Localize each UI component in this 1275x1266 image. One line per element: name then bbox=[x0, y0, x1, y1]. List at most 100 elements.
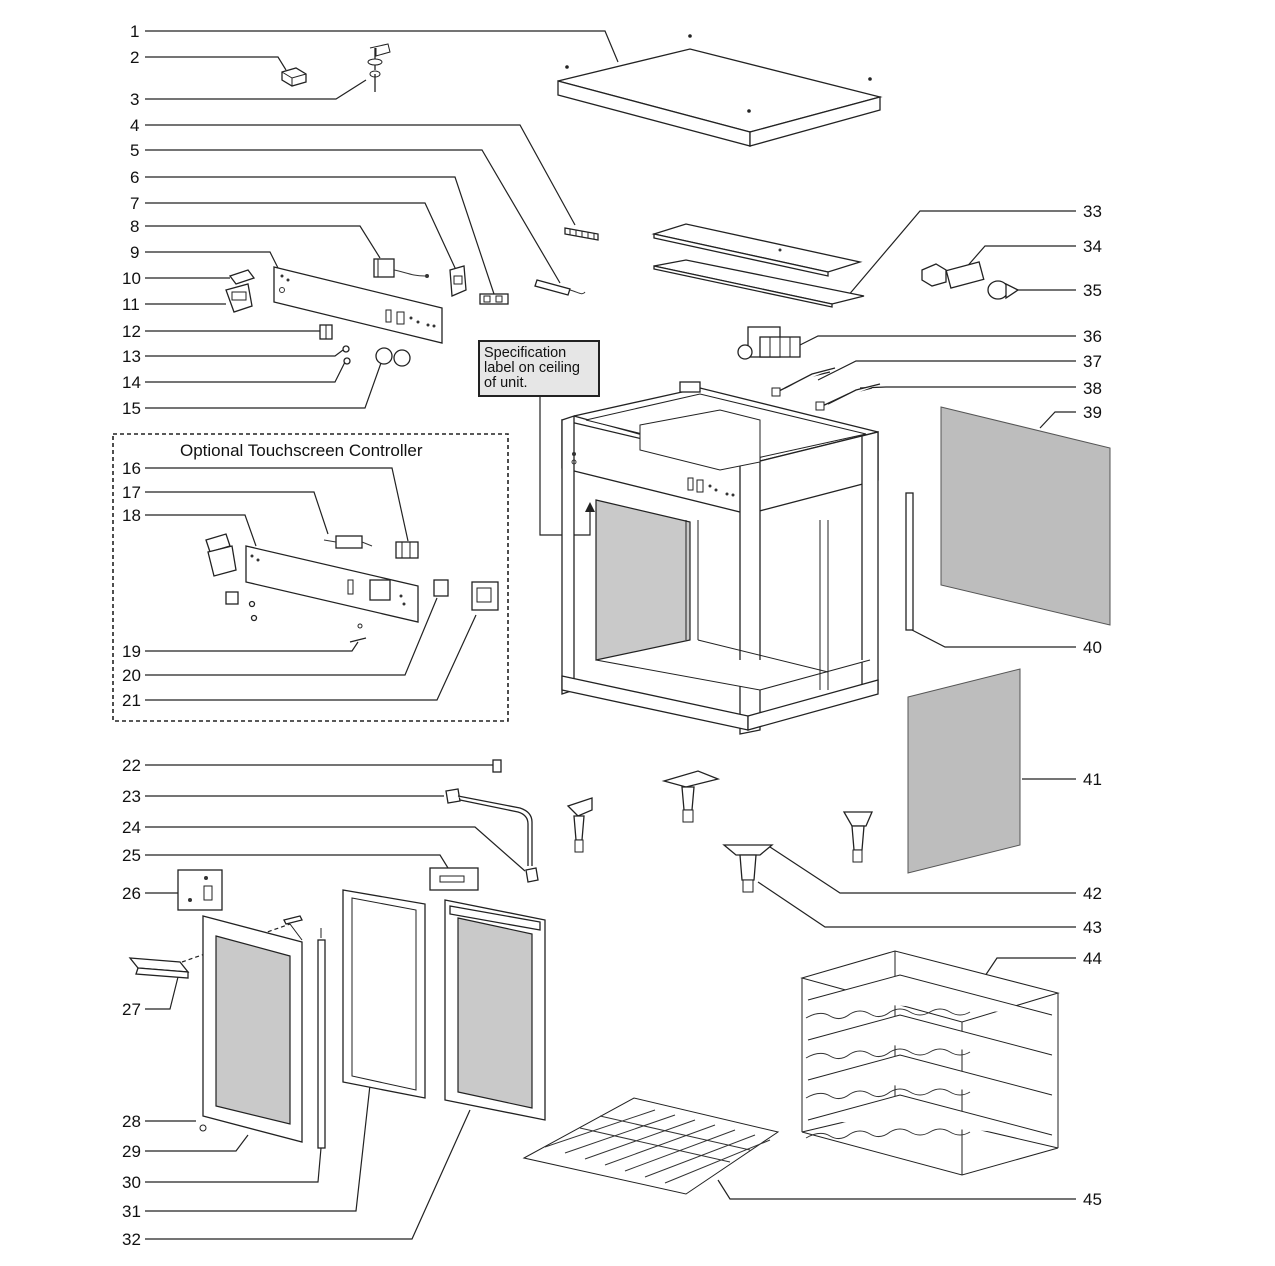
part-32-door bbox=[444, 899, 546, 1121]
callout-34: 34 bbox=[1083, 237, 1102, 256]
callout-40: 40 bbox=[1083, 638, 1102, 657]
leader-44 bbox=[984, 957, 1076, 977]
leader-34 bbox=[963, 245, 1076, 271]
callout-38: 38 bbox=[1083, 379, 1102, 398]
spec-label-line-1: Specification bbox=[484, 345, 566, 361]
leader-29 bbox=[145, 1134, 249, 1152]
callout-30: 30 bbox=[122, 1173, 141, 1192]
callout-8: 8 bbox=[130, 217, 139, 236]
part-2-block bbox=[281, 67, 307, 87]
parts-42-43-legs bbox=[566, 770, 873, 893]
callout-21: 21 bbox=[122, 691, 141, 710]
part-29-door bbox=[199, 915, 303, 1143]
part-6-relay bbox=[479, 293, 509, 305]
leader-42 bbox=[769, 846, 1076, 894]
leader-32 bbox=[145, 1109, 471, 1240]
callout-20: 20 bbox=[122, 666, 141, 685]
spec-label-line-2: label on ceiling bbox=[484, 360, 580, 376]
part-33-top-panels bbox=[651, 223, 865, 308]
callout-6: 6 bbox=[130, 168, 139, 187]
leader-2 bbox=[145, 56, 287, 71]
callout-36: 36 bbox=[1083, 327, 1102, 346]
callout-44: 44 bbox=[1083, 949, 1102, 968]
leader-45 bbox=[717, 1179, 1076, 1200]
leg-1 bbox=[566, 797, 593, 853]
part-40-strip bbox=[905, 492, 914, 631]
optional-touchscreen-box: Optional Touchscreen Controller bbox=[112, 433, 509, 722]
callout-26: 26 bbox=[122, 884, 141, 903]
leader-16 bbox=[145, 467, 409, 542]
leader-1 bbox=[145, 30, 619, 63]
part-27-handle bbox=[128, 923, 291, 979]
leader-4 bbox=[145, 124, 576, 226]
leader-14 bbox=[145, 361, 346, 383]
part-30-gasket bbox=[317, 928, 326, 1149]
callout-31: 31 bbox=[122, 1202, 141, 1221]
callout-39: 39 bbox=[1083, 403, 1102, 422]
callout-1: 1 bbox=[130, 22, 139, 41]
callout-11: 11 bbox=[122, 295, 140, 314]
optional-box-title: Optional Touchscreen Controller bbox=[180, 441, 423, 460]
callout-13: 13 bbox=[122, 347, 141, 366]
callout-37: 37 bbox=[1083, 352, 1102, 371]
callout-25: 25 bbox=[122, 846, 141, 865]
parts-34-35-lamp bbox=[921, 261, 1020, 300]
leader-39 bbox=[1039, 411, 1076, 429]
leader-33 bbox=[846, 210, 1076, 298]
leader-8 bbox=[145, 225, 381, 259]
parts-22-25-small bbox=[429, 759, 539, 891]
leader-21 bbox=[145, 614, 477, 701]
callout-numbers: 1 2 3 4 5 6 7 8 9 10 11 12 13 14 15 16 1… bbox=[122, 22, 141, 1249]
callout-35: 35 bbox=[1083, 281, 1102, 300]
callout-7: 7 bbox=[130, 194, 139, 213]
leg-2 bbox=[661, 770, 721, 823]
spec-label-line-3: of unit. bbox=[484, 375, 528, 391]
callout-17: 17 bbox=[122, 483, 141, 502]
callout-18: 18 bbox=[122, 506, 141, 525]
callout-42: 42 bbox=[1083, 884, 1102, 903]
parts-13-14-15-knobs bbox=[342, 345, 411, 367]
part-44-rack-frame bbox=[800, 950, 1060, 1176]
leader-13 bbox=[145, 349, 344, 357]
callout-43: 43 bbox=[1083, 918, 1102, 937]
callout-14: 14 bbox=[122, 373, 141, 392]
leader-38 bbox=[859, 386, 1076, 389]
callout-45: 45 bbox=[1083, 1190, 1102, 1209]
part-4-terminal-strip bbox=[564, 227, 599, 241]
callout-29: 29 bbox=[122, 1142, 141, 1161]
part-5-heater-rod bbox=[534, 279, 586, 296]
leader-24 bbox=[145, 826, 526, 872]
callout-5: 5 bbox=[130, 141, 139, 160]
leader-43 bbox=[757, 881, 1076, 928]
leader-27 bbox=[145, 976, 179, 1010]
leader-30 bbox=[145, 1147, 322, 1183]
leg-4 bbox=[722, 844, 774, 893]
leader-40 bbox=[911, 629, 1076, 648]
part-9-control-panel bbox=[273, 266, 443, 344]
leader-3 bbox=[145, 79, 367, 100]
main-cabinet bbox=[561, 381, 879, 735]
callout-28: 28 bbox=[122, 1112, 141, 1131]
part-3-probe bbox=[367, 43, 391, 92]
leader-18 bbox=[145, 514, 257, 547]
callout-41: 41 bbox=[1083, 770, 1102, 789]
part-39-side-panel bbox=[940, 406, 1111, 626]
callout-4: 4 bbox=[130, 116, 139, 135]
leader-17 bbox=[145, 491, 329, 535]
part-8-transformer bbox=[373, 258, 429, 278]
leader-7 bbox=[145, 202, 457, 271]
part-12-connector bbox=[319, 324, 333, 340]
parts-37-38-heaters bbox=[771, 367, 881, 411]
callout-12: 12 bbox=[122, 322, 141, 341]
part-31-inner-frame bbox=[342, 889, 426, 1099]
callout-32: 32 bbox=[122, 1230, 141, 1249]
callout-numbers-right: 33 34 35 36 37 38 39 40 41 42 43 44 45 bbox=[1083, 202, 1102, 1209]
leader-36 bbox=[799, 335, 1076, 346]
leader-9 bbox=[145, 251, 279, 269]
leader-37 bbox=[817, 360, 1076, 381]
part-41-panel bbox=[907, 668, 1021, 874]
part-36-blower bbox=[737, 326, 801, 360]
callout-10: 10 bbox=[122, 269, 141, 288]
callout-3: 3 bbox=[130, 90, 139, 109]
